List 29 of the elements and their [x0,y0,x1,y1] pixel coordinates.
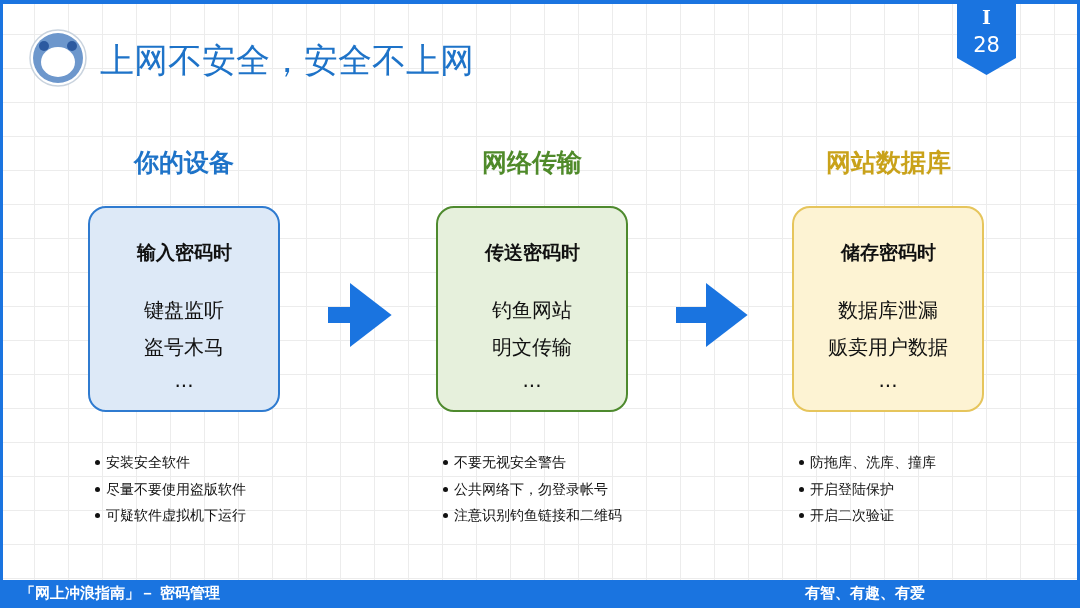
bullet-item: 开启登陆保护 [810,480,894,497]
bullet-item: 公共网络下，勿登录帐号 [454,480,608,497]
threat-item: 键盘监听 [143,297,225,324]
footer-text: 有智、有趣、有爱 [805,584,925,603]
threat-item: 明文传输 [491,334,573,361]
bullet-item: 不要无视安全警告 [454,454,566,470]
ellipsis: ... [877,368,899,392]
column-heading: 网站数据库 [824,147,952,179]
column-heading: 网络传输 [481,147,583,179]
box-heading: 传送密码时 [483,240,581,265]
bullet-item: 可疑软件虚拟机下运行 [106,507,246,523]
bullet-item: 开启二次验证 [810,507,894,523]
threat-item: 钓鱼网站 [491,297,573,324]
bullet-item: 防拖库、洗库、撞库 [810,454,936,470]
title: 上网不安全，安全不上网 [100,39,474,82]
bullet-item: 安装安全软件 [106,454,190,470]
ellipsis: ... [521,368,543,392]
bullet-item: 尽量不要使用盗版软件 [106,480,246,497]
threat-item: 贩卖用户数据 [827,334,949,361]
footer-text: 「网上冲浪指南」－ 密码管理 [20,584,221,603]
page-number: 28 [972,33,1001,57]
bullet-item: 注意识别钓鱼链接和二维码 [454,507,622,523]
threat-item: 数据库泄漏 [837,297,939,324]
threat-item: 盗号木马 [143,334,225,361]
badge-label: I [981,6,992,28]
box-heading: 储存密码时 [839,240,937,265]
column-heading: 你的设备 [132,147,235,179]
box-heading: 输入密码时 [135,240,233,265]
ellipsis: ... [173,368,195,392]
